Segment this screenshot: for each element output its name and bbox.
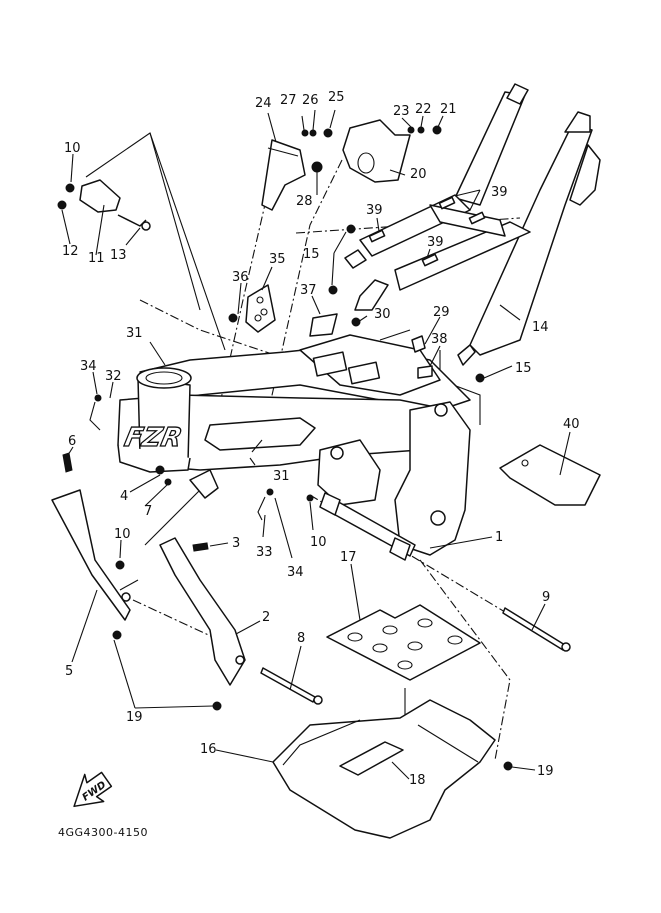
callout-12: 12 [62, 244, 79, 259]
plate-35[interactable] [228, 284, 276, 333]
callout-18: 18 [409, 773, 426, 788]
callout-37: 37 [300, 283, 317, 298]
callout-4: 4 [120, 489, 128, 504]
callout-labels: 1 2 3 4 5 6 7 8 9 10 10 10 11 12 13 14 1… [62, 90, 580, 788]
callout-23: 23 [393, 104, 410, 119]
callout-33: 33 [256, 545, 273, 560]
callout-31-top: 31 [126, 326, 143, 341]
callout-34-left: 34 [80, 359, 97, 374]
bolt-8[interactable] [260, 667, 323, 705]
under-cover-16[interactable] [272, 699, 496, 839]
callout-39-left: 39 [366, 203, 383, 218]
bracket-6-5[interactable] [51, 489, 131, 621]
callout-6: 6 [68, 434, 76, 449]
bracket-7[interactable] [189, 469, 219, 499]
shaft-1[interactable] [319, 492, 416, 561]
bracket-2[interactable] [159, 537, 246, 686]
main-frame[interactable]: FZR [117, 334, 471, 556]
callout-11: 11 [88, 251, 105, 266]
callout-3: 3 [232, 536, 240, 551]
misc-fasteners[interactable] [62, 224, 513, 771]
callout-15-right: 15 [515, 361, 532, 376]
callout-25: 25 [328, 90, 345, 105]
drawing-code: 4GG4300-4150 [58, 826, 148, 839]
callout-34-right: 34 [287, 565, 304, 580]
callout-28: 28 [296, 194, 313, 209]
rear-subframe[interactable] [344, 83, 601, 366]
callout-9: 9 [542, 590, 550, 605]
callout-16: 16 [200, 742, 217, 757]
callout-31-bottom: 31 [273, 469, 290, 484]
callout-5: 5 [65, 664, 73, 679]
callout-35: 35 [269, 252, 286, 267]
callout-22: 22 [415, 102, 432, 117]
callout-29: 29 [433, 305, 450, 320]
callout-32: 32 [105, 369, 122, 384]
plate-20[interactable] [342, 119, 442, 183]
frame-logo: FZR [122, 423, 185, 453]
callout-36: 36 [232, 270, 249, 285]
callout-14: 14 [532, 320, 549, 335]
callout-19-right: 19 [537, 764, 554, 779]
cover-40[interactable] [499, 444, 601, 506]
pad-18[interactable] [339, 741, 404, 776]
callout-7: 7 [144, 504, 152, 519]
bolt-9[interactable] [502, 607, 571, 652]
callout-20: 20 [410, 167, 427, 182]
callout-1: 1 [495, 530, 503, 545]
callout-17: 17 [340, 550, 357, 565]
plate-17[interactable] [326, 604, 481, 681]
bracket-11[interactable] [57, 179, 151, 231]
callout-40: 40 [563, 417, 580, 432]
callout-leaders [61, 109, 571, 780]
callout-15-upper: 15 [303, 247, 320, 262]
callout-8: 8 [297, 631, 305, 646]
callout-39-mid: 39 [427, 235, 444, 250]
callout-21: 21 [440, 102, 457, 117]
callout-39-right: 39 [491, 185, 508, 200]
callout-19-left: 19 [126, 710, 143, 725]
callout-38: 38 [431, 332, 448, 347]
callout-10-mid: 10 [310, 535, 327, 550]
callout-26: 26 [302, 93, 319, 108]
callout-10-left: 10 [114, 527, 131, 542]
callout-24: 24 [255, 96, 272, 111]
callout-27: 27 [280, 93, 297, 108]
pad-37[interactable] [309, 313, 338, 337]
bracket-24[interactable] [261, 128, 333, 211]
callout-2: 2 [262, 610, 270, 625]
callout-10-top: 10 [64, 141, 81, 156]
callout-30: 30 [374, 307, 391, 322]
forward-arrow-icon: FWD [73, 771, 113, 808]
callout-13: 13 [110, 248, 127, 263]
